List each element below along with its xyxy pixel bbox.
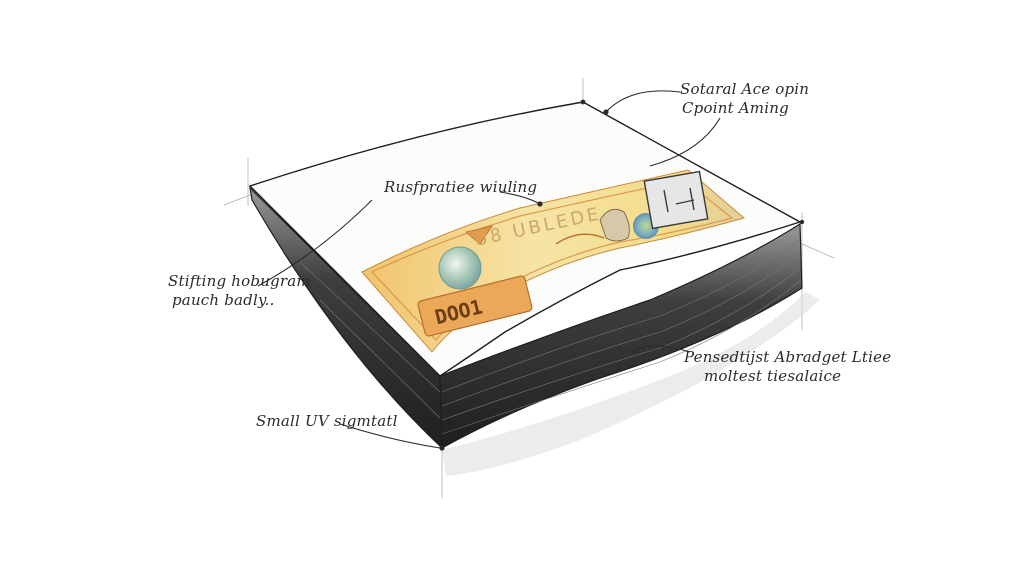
annotation-left-line1: Stifting hobugram bbox=[168, 272, 311, 290]
security-square bbox=[643, 170, 709, 230]
leader-right bbox=[629, 345, 691, 353]
leader-top-right-2 bbox=[649, 117, 721, 167]
leader-top-right bbox=[605, 90, 681, 113]
leader-left bbox=[257, 199, 373, 287]
ornament-triangle bbox=[465, 225, 493, 245]
stack-side-left bbox=[249, 186, 443, 450]
annotation-right-line1: Pensedtijst Abradget Ltiee bbox=[684, 348, 892, 366]
security-square-marks bbox=[663, 187, 695, 213]
annotation-top-right-line1: Sotaral Ace opin bbox=[680, 80, 810, 98]
annotation-bottom-line1: Small UV sigmtatl bbox=[256, 412, 398, 430]
stack-page-lines bbox=[299, 239, 802, 435]
leader-lines bbox=[257, 90, 721, 449]
stack-shadow bbox=[442, 292, 820, 476]
annotation-right-line2: moltest tiesalaice bbox=[704, 367, 842, 385]
denomination-panel bbox=[417, 275, 533, 337]
annotation-center-line1: Rusfpratiee wiuling bbox=[384, 178, 538, 196]
annotation-top-right: Sotaral Ace opin Cpoint Aming bbox=[680, 80, 809, 118]
leader-bottom bbox=[339, 423, 441, 449]
leader-center bbox=[499, 191, 541, 205]
annotation-left-line2: pauch badly.. bbox=[172, 291, 275, 309]
ornament-arc bbox=[555, 233, 605, 245]
annotation-center: Rusfpratiee wiuling bbox=[384, 178, 537, 197]
annotation-right: Pensedtijst Abradget Ltiee moltest tiesa… bbox=[684, 348, 891, 386]
annotation-bottom: Small UV sigmtatl bbox=[256, 412, 398, 431]
portrait-sketch bbox=[599, 208, 630, 242]
annotation-top-right-line2: Cpoint Aming bbox=[682, 99, 789, 117]
annotation-left: Stifting hobugram pauch badly.. bbox=[168, 272, 311, 310]
hologram-patch bbox=[438, 246, 482, 290]
banknote: U8 UBLEDE DOO1 bbox=[361, 169, 746, 353]
leader-dots bbox=[439, 99, 805, 451]
